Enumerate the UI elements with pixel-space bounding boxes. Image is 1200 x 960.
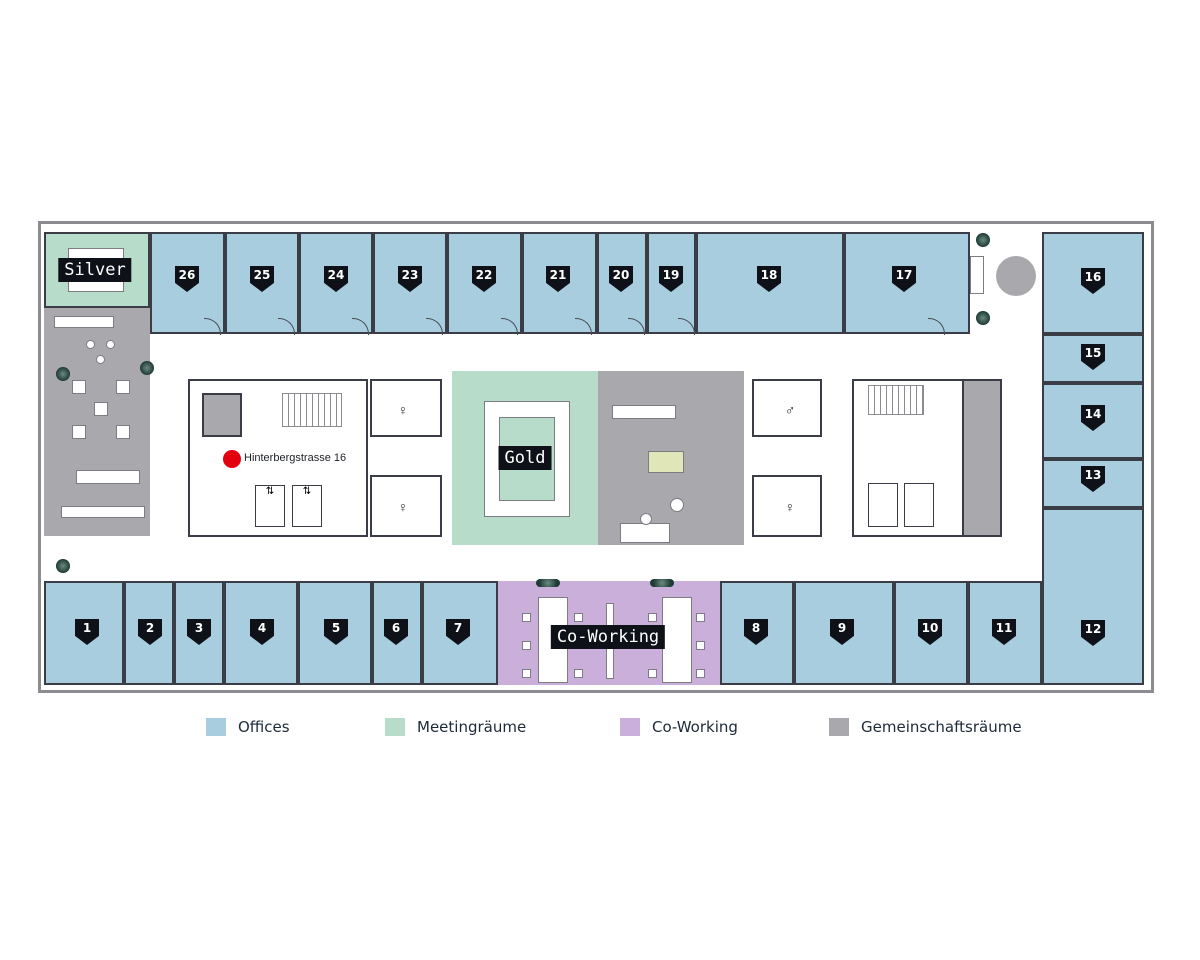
legend-label: Meetingräume bbox=[417, 718, 527, 736]
legend-coworking: Co-Working bbox=[620, 718, 738, 736]
legend-label: Gemeinschaftsräume bbox=[861, 718, 1022, 736]
person-icon: ♂ bbox=[784, 402, 796, 418]
room-label-silver: Silver bbox=[58, 258, 132, 282]
plant-icon bbox=[650, 579, 674, 587]
legend-offices: Offices bbox=[206, 718, 290, 736]
plant-icon bbox=[976, 233, 990, 247]
person-icon: ♀ bbox=[397, 402, 409, 418]
legend-swatch bbox=[620, 718, 640, 736]
plant-icon bbox=[536, 579, 560, 587]
office-10[interactable] bbox=[894, 581, 968, 685]
wc-top-left[interactable] bbox=[370, 379, 442, 437]
lounge-area bbox=[996, 256, 1036, 296]
location-marker[interactable] bbox=[223, 450, 241, 468]
room-label-coworking: Co-Working bbox=[550, 625, 666, 649]
address-label: Hinterbergstrasse 16 bbox=[244, 452, 347, 464]
office-2[interactable] bbox=[124, 581, 174, 685]
person-icon: ♀ bbox=[397, 499, 409, 515]
person-icon: ♀ bbox=[784, 499, 796, 515]
legend-label: Offices bbox=[238, 718, 290, 736]
utility-rooms bbox=[962, 379, 1002, 537]
core-left: ⇅ ⇅ bbox=[188, 379, 368, 537]
legend-swatch bbox=[206, 718, 226, 736]
office-12[interactable] bbox=[1042, 508, 1144, 685]
plant-icon bbox=[976, 311, 990, 325]
office-22[interactable] bbox=[447, 232, 522, 334]
floor-plan: Silver 26 25 24 23 22 21 20 19 18 17 16 … bbox=[38, 221, 1154, 693]
legend-label: Co-Working bbox=[652, 718, 738, 736]
wc-top-right[interactable] bbox=[752, 379, 822, 437]
common-room-lounge[interactable] bbox=[598, 371, 744, 545]
legend-meeting: Meetingräume bbox=[385, 718, 526, 736]
room-label-gold: Gold bbox=[498, 446, 552, 470]
wc-bottom-right[interactable] bbox=[752, 475, 822, 537]
plant-icon bbox=[56, 559, 70, 573]
common-room-cafe[interactable] bbox=[44, 308, 150, 536]
wc-bottom-left[interactable] bbox=[370, 475, 442, 537]
plant-icon bbox=[140, 361, 154, 375]
legend-swatch bbox=[385, 718, 405, 736]
plant-icon bbox=[56, 367, 70, 381]
legend-swatch bbox=[829, 718, 849, 736]
room-coworking[interactable] bbox=[498, 581, 720, 685]
office-tag-20: 20 bbox=[609, 266, 633, 292]
legend-common: Gemeinschaftsräume bbox=[829, 718, 1022, 736]
